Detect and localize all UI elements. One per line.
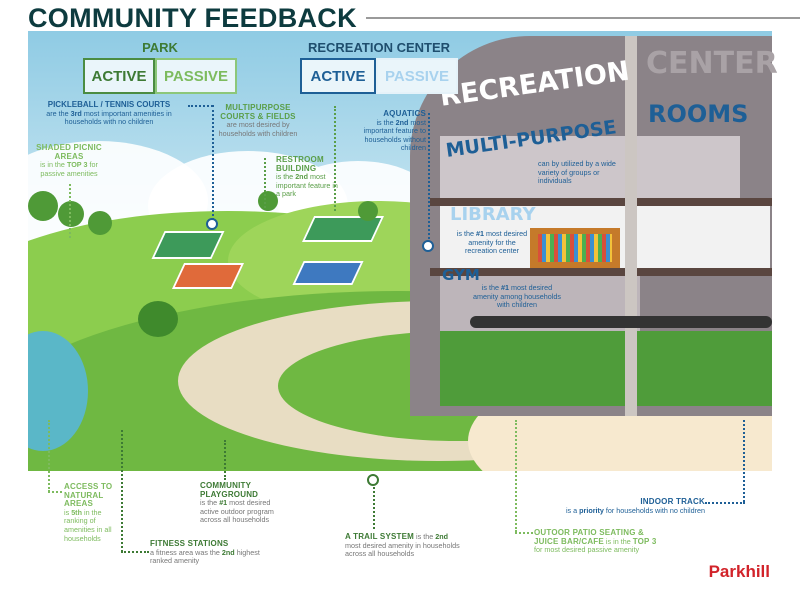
recreation-passive-button[interactable]: PASSIVE [376,58,458,94]
callout-library: is the #1 most desired amenity for the r… [456,229,528,256]
parkhill-logo: Parkhill [708,562,770,581]
page-title: COMMUNITY FEEDBACK [28,3,357,33]
gym-label: GYM [442,266,480,284]
park-toggle-group: PARK ACTIVE PASSIVE [83,40,237,94]
library-label: LIBRARY [450,204,536,225]
recreation-center-building: RECREATION CENTER MULTI-PURPOSE ROOMS LI… [410,36,778,416]
rooms-label: ROOMS [648,100,749,128]
callout-trail: A TRAIL SYSTEM is the 2nd most desired a… [345,532,460,559]
callout-patio-cafe: OUTOOR PATIO SEATING & JUICE BAR/CAFE is… [534,528,657,555]
pickleball-pin[interactable] [206,218,218,230]
recreation-active-button[interactable]: ACTIVE [300,58,376,94]
recreation-toggle-title: RECREATION CENTER [307,40,451,55]
callout-gym: is the #1 most desired amenity among hou… [473,283,561,310]
title-divider [366,17,800,19]
park-active-button[interactable]: ACTIVE [83,58,155,94]
recreation-toggle-group: RECREATION CENTER ACTIVE PASSIVE [300,40,458,94]
park-passive-button[interactable]: PASSIVE [155,58,237,94]
building-sign-center: CENTER [646,46,778,81]
park-toggle-title: PARK [142,40,178,55]
callout-multipurpose-rooms: can by utilized by a wide variety of gro… [538,159,616,186]
aquatics-pin[interactable] [422,240,434,252]
building-sign-recreation: RECREATION [437,55,632,113]
trail-pin[interactable] [367,474,379,486]
